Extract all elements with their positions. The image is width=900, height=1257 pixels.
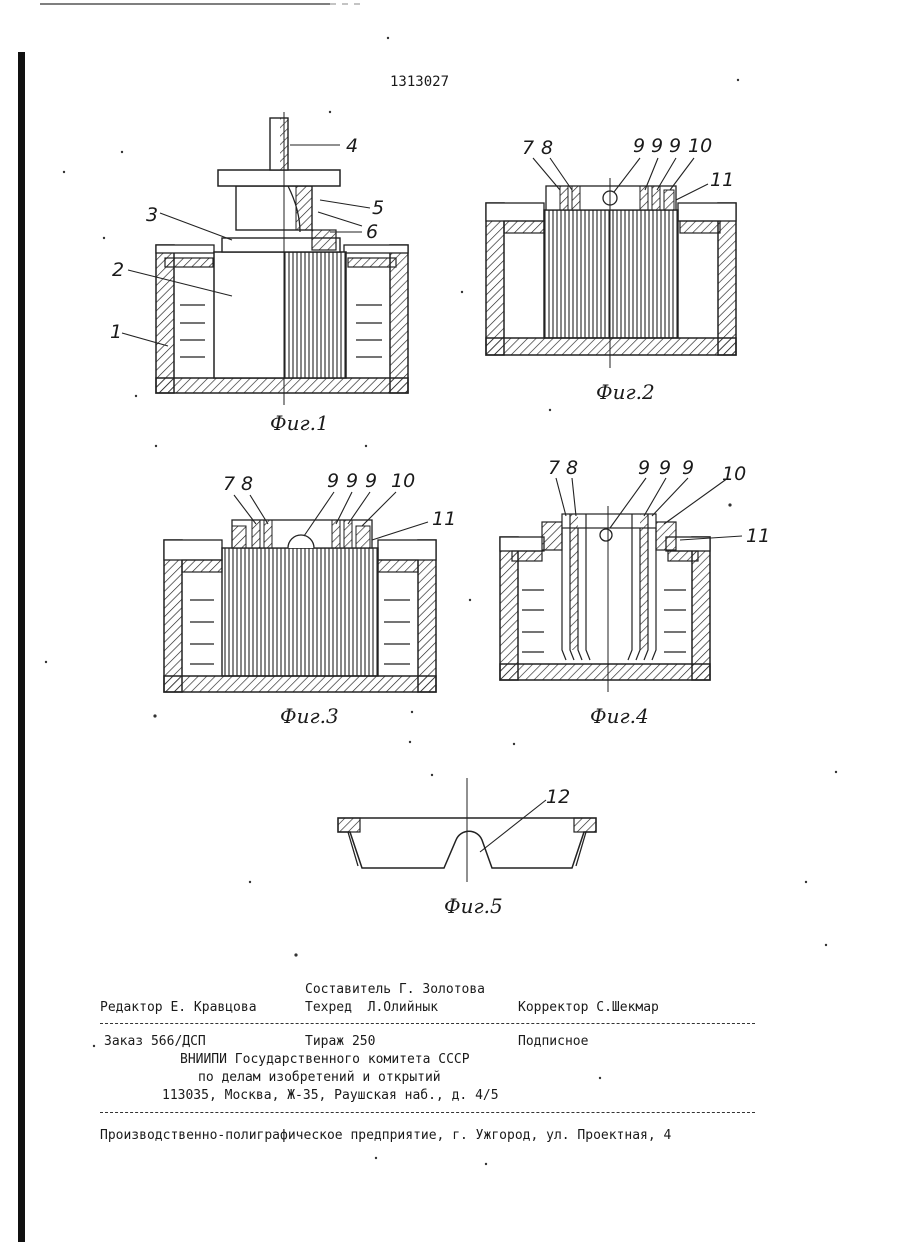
label-3: 3	[146, 204, 158, 226]
label-9: 9	[346, 470, 358, 492]
org-line-1: ВНИИПИ Государственного комитета СССР	[180, 1052, 470, 1067]
fig4: 7 8 9 9 9 10 11 Фиг.4	[500, 457, 770, 728]
divider-bottom	[100, 1112, 755, 1113]
label-9: 9	[633, 135, 645, 157]
label-10: 10	[722, 463, 746, 485]
label-10: 10	[391, 470, 415, 492]
label-10: 10	[688, 135, 712, 157]
org-line-2: по делам изобретений и открытий	[198, 1070, 441, 1085]
editor: Редактор Е. Кравцова	[100, 1000, 257, 1015]
label-8: 8	[241, 473, 253, 495]
label-9: 9	[669, 135, 681, 157]
colophon: Составитель Г. Золотова Редактор Е. Крав…	[100, 978, 760, 1158]
fig2-stack	[544, 210, 678, 338]
printer: Производственно-полиграфическое предприя…	[100, 1128, 671, 1143]
corrector: Корректор С.Шекмар	[518, 1000, 659, 1015]
fig5-caption: Фиг.5	[444, 894, 503, 918]
label-5: 5	[372, 197, 384, 219]
label-11: 11	[710, 169, 734, 191]
label-8: 8	[566, 457, 578, 479]
circulation: Тираж 250	[305, 1034, 375, 1049]
compiler: Составитель Г. Золотова	[305, 982, 485, 997]
label-6: 6	[366, 221, 378, 243]
fig3-stack	[222, 548, 378, 676]
label-7: 7	[522, 137, 534, 159]
fig1-container-bottom	[156, 378, 408, 393]
label-1: 1	[110, 321, 122, 343]
fig1-caption: Фиг.1	[270, 411, 329, 435]
fig1: 4 5 6 3 2 1 Фиг.1	[110, 112, 408, 435]
fig4-caption: Фиг.4	[590, 704, 649, 728]
label-7: 7	[223, 473, 235, 495]
fig3-caption: Фиг.3	[280, 704, 339, 728]
order-number: Заказ 566/ДСП	[104, 1034, 206, 1049]
label-7: 7	[548, 457, 560, 479]
subscription: Подписное	[518, 1034, 588, 1049]
label-9: 9	[659, 457, 671, 479]
fig5: 12 Фиг.5	[338, 778, 596, 918]
label-12: 12	[546, 786, 570, 808]
label-11: 11	[432, 508, 456, 530]
patent-number: 1313027	[390, 74, 449, 90]
techred: Техред Л.Олийнык	[305, 1000, 438, 1015]
scan-edge-left	[18, 52, 25, 1242]
label-9: 9	[682, 457, 694, 479]
fig2-caption: Фиг.2	[596, 380, 655, 404]
label-9: 9	[651, 135, 663, 157]
label-8: 8	[541, 137, 553, 159]
fig3: 7 8 9 9 9 10 11 Фиг.3	[164, 470, 456, 728]
label-2: 2	[112, 259, 124, 281]
label-9: 9	[327, 470, 339, 492]
label-9: 9	[365, 470, 377, 492]
divider-top	[100, 1023, 755, 1024]
address: 113035, Москва, Ж-35, Раушская наб., д. …	[162, 1088, 499, 1103]
label-11: 11	[746, 525, 770, 547]
fig2: 7 8 9 9 9 10 11 Фиг.2	[486, 135, 736, 404]
label-4: 4	[346, 135, 358, 157]
label-9: 9	[638, 457, 650, 479]
